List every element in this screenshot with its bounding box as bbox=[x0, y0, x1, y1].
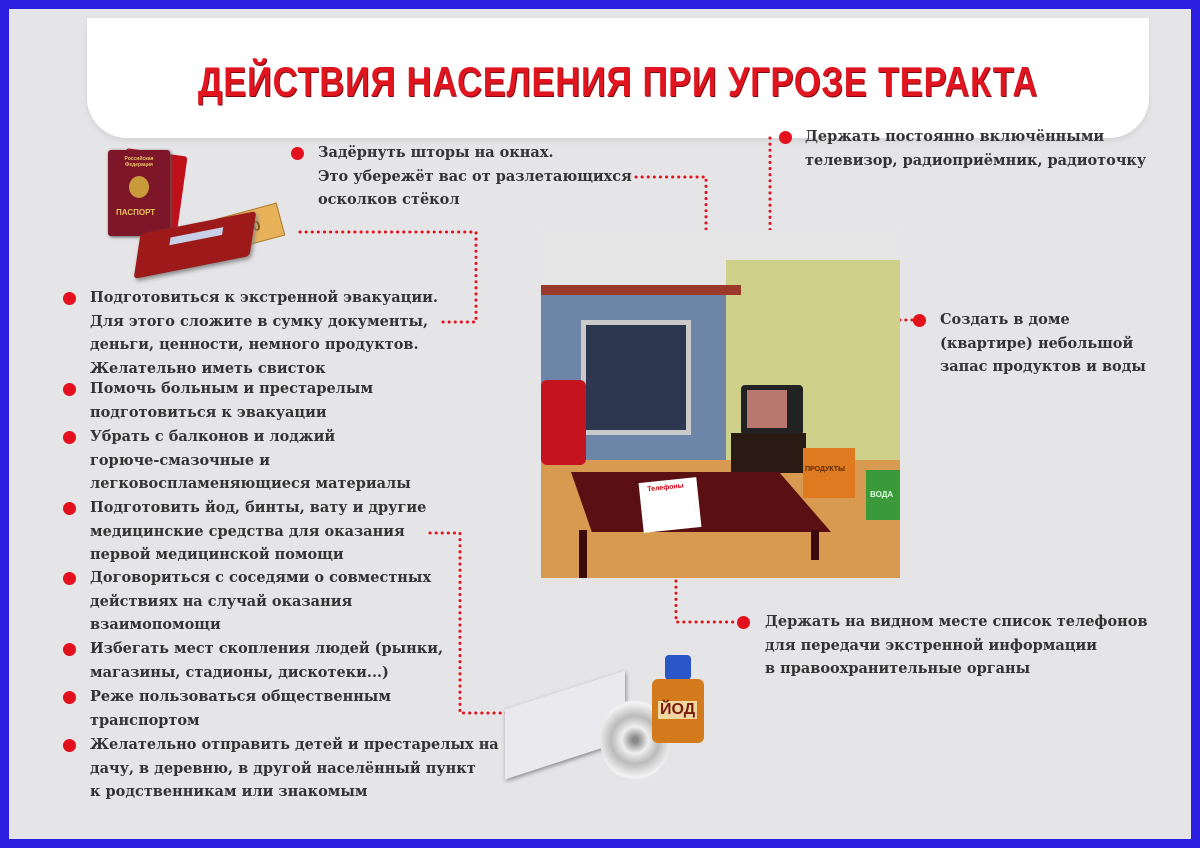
bullet-icon bbox=[63, 292, 76, 305]
bullet-icon bbox=[63, 643, 76, 656]
bullet-icon bbox=[913, 314, 926, 327]
tip-line: Желательно отправить детей и престарелых… bbox=[90, 736, 499, 753]
tip-line: деньги, ценности, немного продуктов. bbox=[90, 336, 419, 353]
bullet-icon bbox=[63, 739, 76, 752]
room-illustration: ПРОДУКТЫ ВОДА Телефоны bbox=[541, 230, 900, 578]
bullet-icon bbox=[63, 383, 76, 396]
tip-line: Подготовиться к экстренной эвакуации. bbox=[90, 289, 438, 306]
tip-line: первой медицинской помощи bbox=[90, 546, 344, 563]
tip-item: Договориться с соседями о совместных дейс… bbox=[90, 566, 431, 637]
tv bbox=[741, 385, 803, 435]
bullet-icon bbox=[63, 572, 76, 585]
tip-item: Помочь больным и престарелым подготовитьс… bbox=[90, 377, 373, 424]
tip-item: Желательно отправить детей и престарелых… bbox=[90, 733, 499, 804]
tip-item: Убрать с балконов и лоджий горюче-смазочн… bbox=[90, 425, 411, 496]
tip-line: Реже пользоваться общественным bbox=[90, 688, 391, 705]
tip-line: Договориться с соседями о совместных bbox=[90, 569, 432, 586]
products-box: ПРОДУКТЫ bbox=[803, 448, 855, 498]
bullet-icon bbox=[291, 147, 304, 160]
tip-item: Подготовить йод, бинты, вату и другие мед… bbox=[90, 496, 426, 567]
title-banner: ДЕЙСТВИЯ НАСЕЛЕНИЯ ПРИ УГРОЗЕ ТЕРАКТА bbox=[87, 18, 1149, 138]
tip-line: подготовиться к эвакуации bbox=[90, 403, 327, 421]
tip-line: взаимопомощи bbox=[90, 616, 221, 633]
bullet-icon bbox=[63, 691, 76, 704]
tip-line: Избегать мест скопления людей (рынки, bbox=[90, 640, 444, 657]
tip-item: Избегать мест скопления людей (рынки, маг… bbox=[90, 637, 443, 684]
connector-phones bbox=[674, 518, 737, 624]
tip-line: Подготовить йод, бинты, вату и другие bbox=[90, 499, 427, 516]
tip-phones: Держать на видном месте список телефонов… bbox=[765, 613, 1148, 677]
tip-line: действиях на случай оказания bbox=[90, 592, 353, 610]
bandage-illustration bbox=[505, 670, 670, 790]
tip-item: Подготовиться к экстренной эвакуации. Для… bbox=[90, 286, 438, 380]
tip-line: легковоспламеняющиеся материалы bbox=[90, 475, 411, 492]
tip-line: горюче-смазочные и bbox=[90, 451, 270, 469]
phone-list: Телефоны bbox=[638, 477, 702, 533]
bullet-icon bbox=[63, 502, 76, 515]
passport-illustration: Российская Федерация ПАСПОРТ bbox=[108, 148, 188, 240]
armchair bbox=[541, 380, 586, 465]
window bbox=[581, 320, 691, 435]
water-box: ВОДА bbox=[866, 470, 900, 520]
tip-line: дачу, в деревню, в другой населённый пун… bbox=[90, 759, 476, 777]
connector-evacuation bbox=[298, 230, 478, 324]
bullet-icon bbox=[779, 131, 792, 144]
tip-line: медицинские средства для оказания bbox=[90, 522, 405, 540]
tip-line: Помочь больным и престарелым bbox=[90, 380, 374, 397]
wallet-illustration: 100 bbox=[133, 200, 290, 280]
tip-line: к родственникам или знакомым bbox=[90, 783, 368, 800]
bullet-icon bbox=[63, 431, 76, 444]
tip-line: Для этого сложите в сумку документы, bbox=[90, 312, 429, 330]
tip-curtains: Задёрнуть шторы на окнах.Это убережёт ва… bbox=[318, 144, 632, 208]
tip-item: Реже пользоваться общественным транспорто… bbox=[90, 685, 391, 732]
tip-line: транспортом bbox=[90, 711, 200, 729]
poster-title: ДЕЙСТВИЯ НАСЕЛЕНИЯ ПРИ УГРОЗЕ ТЕРАКТА bbox=[197, 58, 1039, 105]
iodine-illustration: ЙОД bbox=[650, 655, 705, 745]
tip-line: Убрать с балконов и лоджий bbox=[90, 428, 336, 445]
tip-line: магазины, стадионы, дискотеки...) bbox=[90, 663, 389, 681]
bullet-icon bbox=[737, 616, 750, 629]
tip-line: Желательно иметь свисток bbox=[90, 359, 326, 377]
